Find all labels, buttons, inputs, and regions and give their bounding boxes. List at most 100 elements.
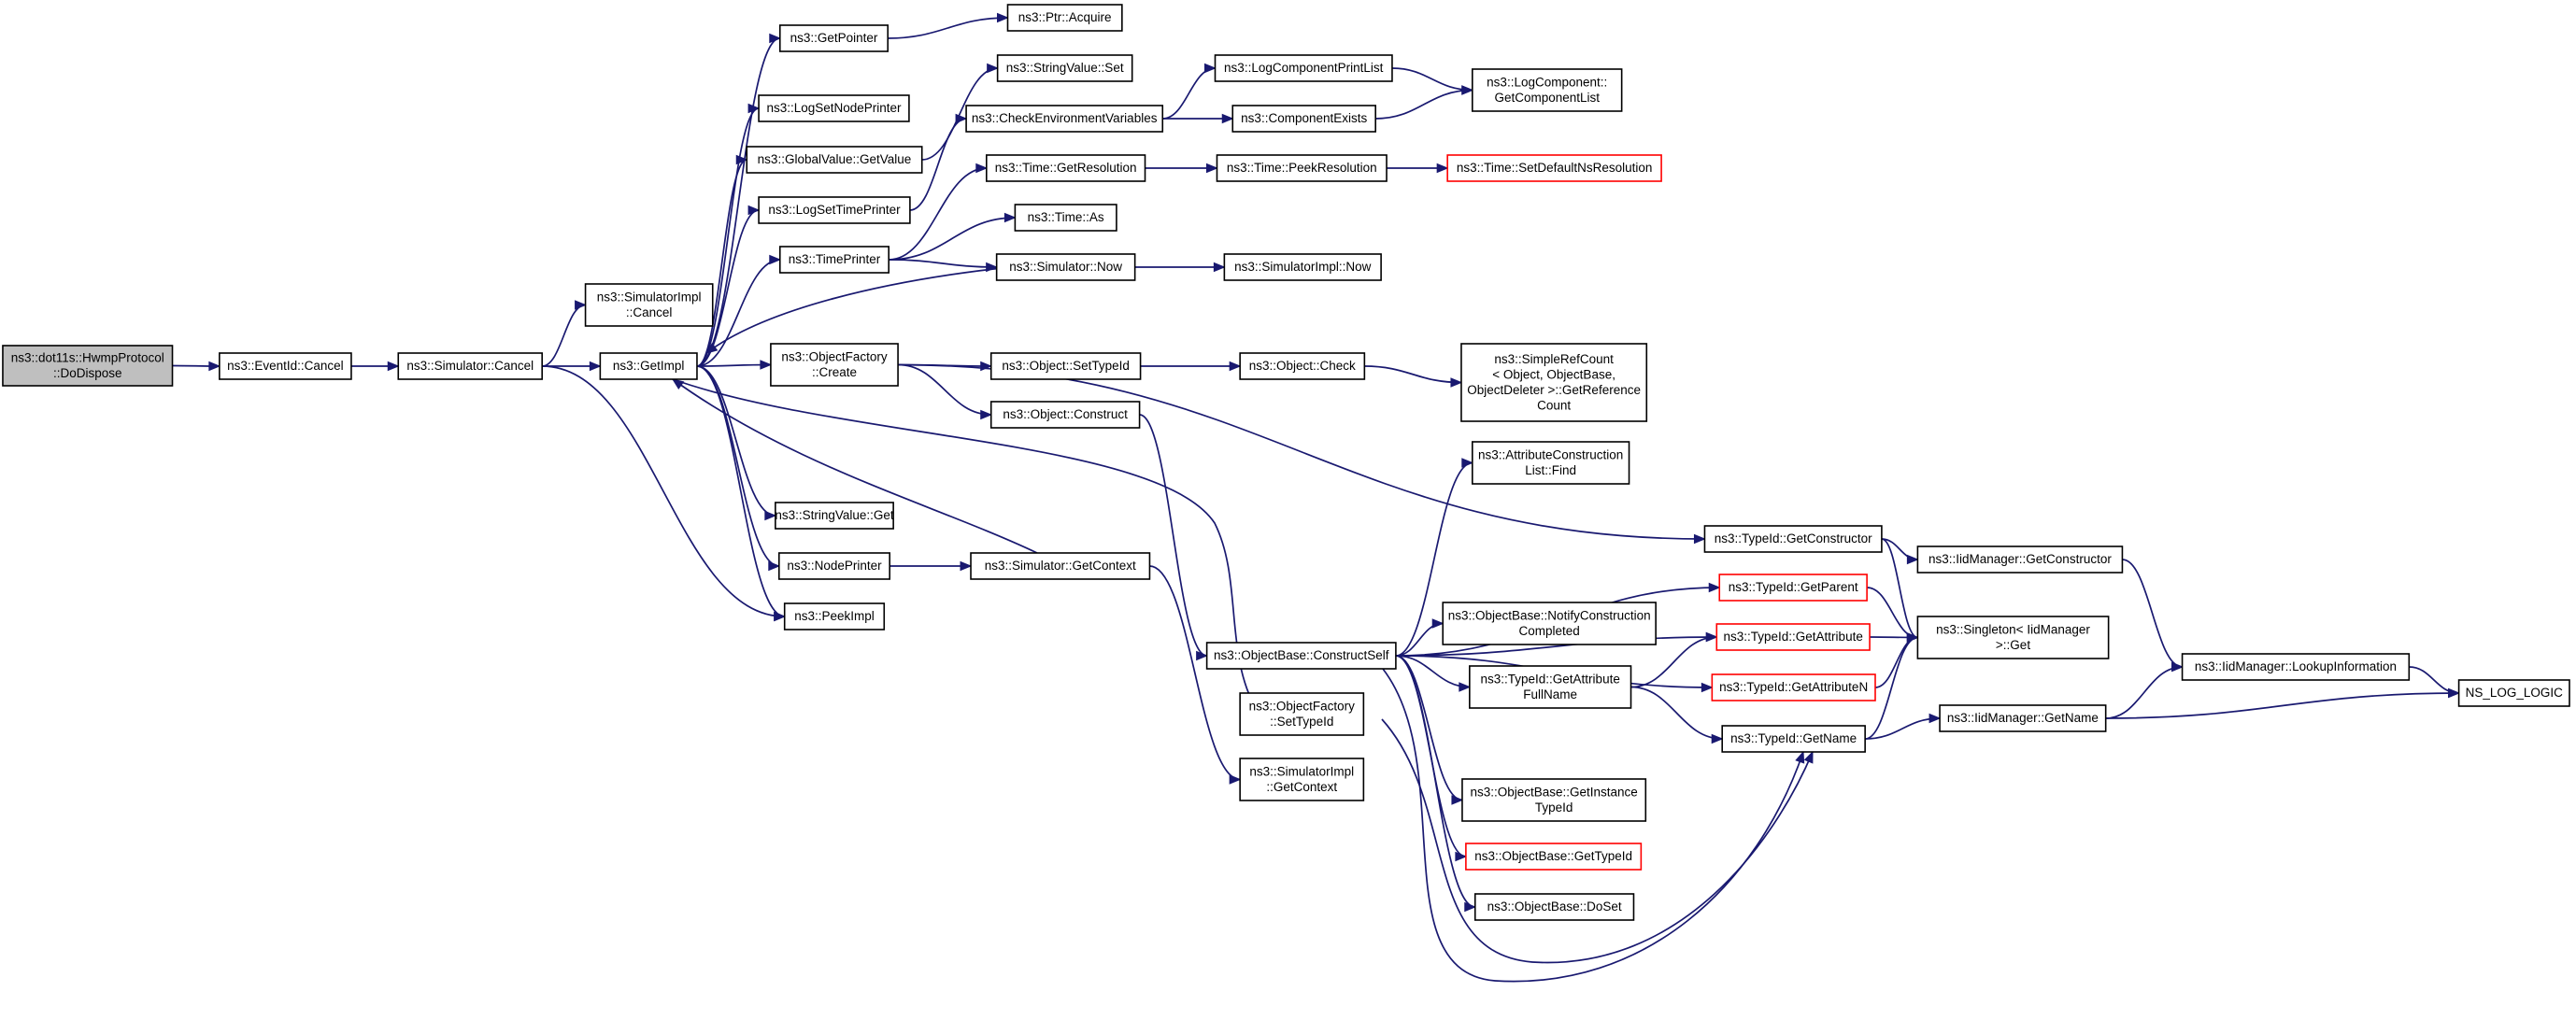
edge-getimpl-to-logsettimeprinter — [696, 209, 760, 367]
node-dodispose[interactable]: ns3::dot11s::HwmpProtocol::DoDispose — [2, 345, 174, 387]
edge-time-peekresolution-to-time-setdefaultnsresolution-arrowhead — [1436, 163, 1449, 174]
node-label: ns3::PeekImpl — [794, 609, 875, 623]
node-box — [758, 94, 910, 122]
node-nodeprinter[interactable]: ns3::NodePrinter — [777, 552, 890, 580]
edge-timeprinter-to-time-as-arrowhead — [1003, 212, 1017, 223]
node-objectfactory-settypeid[interactable]: ns3::ObjectFactory::SetTypeId — [1239, 692, 1365, 736]
node-stringvalue-get[interactable]: ns3::StringValue::Get — [775, 502, 894, 530]
node-objectbase-gettypeid[interactable]: ns3::ObjectBase::GetTypeId — [1465, 843, 1643, 871]
node-logsettimeprinter[interactable]: ns3::LogSetTimePrinter — [758, 196, 911, 224]
node-logcomponentprintlist[interactable]: ns3::LogComponentPrintList — [1214, 54, 1393, 82]
node-ptr-acquire[interactable]: ns3::Ptr::Acquire — [1006, 4, 1123, 32]
node-ns-log-logic[interactable]: NS_LOG_LOGIC — [2457, 679, 2570, 707]
edge-componentexists-to-getcomponentlist — [1375, 89, 1473, 120]
node-singleton-get[interactable]: ns3::Singleton< IidManager>::Get — [1916, 616, 2110, 659]
node-simulator-getcontext[interactable]: ns3::Simulator::GetContext — [970, 552, 1151, 580]
node-box — [2181, 653, 2411, 681]
node-getpointer[interactable]: ns3::GetPointer — [778, 24, 890, 52]
node-objectfactory-create[interactable]: ns3::ObjectFactory::Create — [770, 343, 899, 387]
node-getimpl[interactable]: ns3::GetImpl — [599, 352, 698, 380]
node-simplerefcount[interactable]: ns3::SimpleRefCount< Object, ObjectBase,… — [1460, 343, 1648, 422]
node-time-as[interactable]: ns3::Time::As — [1014, 204, 1117, 232]
node-label: < Object, ObjectBase, — [1492, 367, 1615, 381]
edge-objectbase-constructself-to-getinstancetypeid-arrowhead — [1451, 795, 1464, 805]
node-simimpl-getcontext[interactable]: ns3::SimulatorImpl::GetContext — [1239, 758, 1365, 801]
node-checkenv[interactable]: ns3::CheckEnvironmentVariables — [965, 105, 1164, 133]
edge-checkenv-to-logcomponentprintlist — [1162, 67, 1216, 120]
edge-objectfactory-settypeid-to-typeid-getname — [1381, 718, 1814, 964]
node-objectbase-doset[interactable]: ns3::ObjectBase::DoSet — [1473, 893, 1635, 921]
edge-getimpl-to-logsettimeprinter-arrowhead — [747, 205, 761, 216]
node-box — [989, 401, 1141, 429]
node-box — [1014, 204, 1117, 232]
node-object-settypeid[interactable]: ns3::Object::SetTypeId — [989, 352, 1142, 380]
node-timeprinter[interactable]: ns3::TimePrinter — [778, 246, 890, 274]
node-label: NS_LOG_LOGIC — [2466, 686, 2564, 700]
node-typeid-getname[interactable]: ns3::TypeId::GetName — [1721, 725, 1866, 753]
node-notifyconstructioncompleted[interactable]: ns3::ObjectBase::NotifyConstructionCompl… — [1442, 602, 1657, 645]
node-typeid-getattributen[interactable]: ns3::TypeId::GetAttributeN — [1711, 673, 1876, 701]
edge-objectfactory-create-to-typeid-getconstructor-arrowhead — [1693, 533, 1706, 545]
edge-simulator-getcontext-to-simimpl-getcontext — [1149, 565, 1241, 781]
node-eventid-cancel[interactable]: ns3::EventId::Cancel — [219, 352, 352, 380]
node-globalvalue-getvalue[interactable]: ns3::GlobalValue::GetValue — [746, 146, 923, 174]
node-box — [1223, 253, 1382, 281]
edge-simulator-getcontext-to-simimpl-getcontext-arrowhead — [1229, 774, 1242, 785]
edge-getimpl-to-globalvalue-getvalue-arrowhead — [735, 154, 748, 165]
node-logsetnodeprinter[interactable]: ns3::LogSetNodePrinter — [758, 94, 910, 122]
node-iidmanager-getname[interactable]: ns3::IidManager::GetName — [1939, 704, 2107, 732]
node-label: TypeId — [1535, 800, 1573, 815]
node-box — [1460, 343, 1648, 422]
node-typeid-getparent[interactable]: ns3::TypeId::GetParent — [1718, 574, 1868, 602]
node-iidmanager-getconstructor[interactable]: ns3::IidManager::GetConstructor — [1916, 545, 2124, 574]
node-iidmanager-lookupinformation[interactable]: ns3::IidManager::LookupInformation — [2181, 653, 2411, 681]
node-box — [1939, 704, 2107, 732]
node-componentexists[interactable]: ns3::ComponentExists — [1231, 105, 1376, 133]
call-graph-edges — [172, 12, 2460, 983]
edge-iidmanager-lookupinformation-to-ns-log-logic — [2409, 666, 2459, 694]
edge-getimpl-to-peekimpl-arrowhead — [774, 611, 787, 622]
edge-logcomponentprintlist-to-getcomponentlist — [1391, 67, 1473, 92]
node-time-setdefaultnsresolution[interactable]: ns3::Time::SetDefaultNsResolution — [1446, 154, 1662, 182]
edge-iidmanager-getname-to-iidmanager-lookupinformation — [2105, 666, 2183, 719]
edge-eventid-cancel-to-simulator-cancel-arrowhead — [387, 361, 400, 372]
node-label: ::Cancel — [626, 305, 673, 319]
node-label: List::Find — [1525, 463, 1576, 477]
edge-objectbase-constructself-to-objectbase-doset-arrowhead — [1464, 901, 1477, 913]
edge-logsettimeprinter-to-checkenv-arrowhead — [955, 113, 968, 124]
edge-object-construct-to-objectbase-constructself-arrowhead — [1196, 650, 1208, 661]
node-typeid-getconstructor[interactable]: ns3::TypeId::GetConstructor — [1703, 525, 1883, 553]
node-simulator-now[interactable]: ns3::Simulator::Now — [995, 253, 1136, 281]
node-box — [1214, 54, 1393, 82]
node-object-construct[interactable]: ns3::Object::Construct — [989, 401, 1141, 429]
edge-objectfactory-create-to-object-construct-arrowhead — [980, 409, 993, 420]
edge-globalvalue-getvalue-to-stringvalue-set — [921, 67, 998, 161]
node-simimpl-cancel[interactable]: ns3::SimulatorImpl::Cancel — [584, 283, 714, 327]
node-object-check[interactable]: ns3::Object::Check — [1239, 352, 1366, 380]
edge-typeid-getname-to-singleton-get — [1864, 636, 1918, 740]
node-simimpl-now[interactable]: ns3::SimulatorImpl::Now — [1223, 253, 1382, 281]
edge-globalvalue-getvalue-to-stringvalue-set-arrowhead — [987, 63, 999, 74]
node-typeid-getattribute[interactable]: ns3::TypeId::GetAttribute — [1715, 623, 1871, 651]
node-box — [1721, 725, 1866, 753]
edge-nodeprinter-to-simulator-getcontext-arrowhead — [960, 560, 973, 572]
node-time-getresolution[interactable]: ns3::Time::GetResolution — [985, 154, 1146, 182]
node-label: ns3::Simulator::Now — [1009, 260, 1122, 274]
edge-objectfactory-settypeid-to-typeid-getname-arrowhead — [1803, 750, 1814, 764]
edge-objectbase-constructself-to-typeid-getname-arrowhead — [1795, 750, 1805, 764]
node-label: ns3::Object::Check — [1249, 359, 1356, 373]
node-stringvalue-set[interactable]: ns3::StringValue::Set — [996, 54, 1133, 82]
node-time-peekresolution[interactable]: ns3::Time::PeekResolution — [1216, 154, 1388, 182]
node-label: ns3::SimulatorImpl — [1249, 764, 1354, 778]
edge-timeprinter-to-time-getresolution-arrowhead — [975, 163, 989, 174]
node-objectbase-constructself[interactable]: ns3::ObjectBase::ConstructSelf — [1205, 642, 1397, 670]
edge-objectbase-constructself-to-getinstancetypeid — [1395, 655, 1463, 801]
node-box — [770, 343, 899, 387]
node-getcomponentlist[interactable]: ns3::LogComponent::GetComponentList — [1471, 68, 1623, 112]
node-peekimpl[interactable]: ns3::PeekImpl — [783, 602, 886, 630]
node-simulator-cancel[interactable]: ns3::Simulator::Cancel — [397, 352, 543, 380]
edge-checkenv-to-logcomponentprintlist-arrowhead — [1204, 63, 1217, 74]
